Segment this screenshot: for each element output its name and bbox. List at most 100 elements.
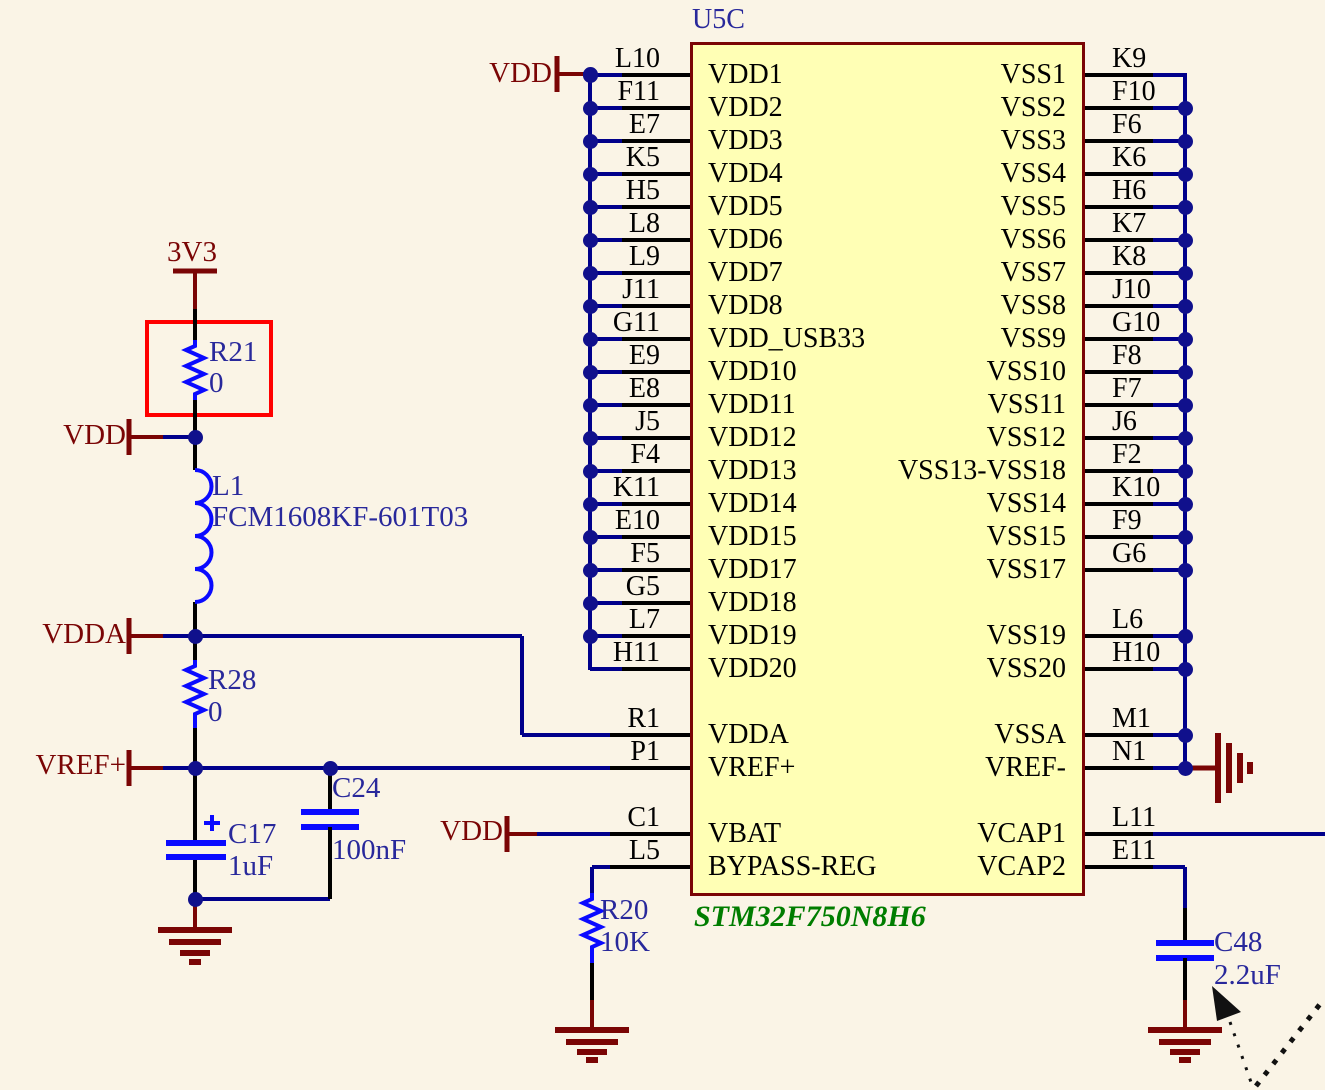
pin-name-VDD15[interactable]: VDD15 [708,521,797,552]
pin-name-BYPASS-REG[interactable]: BYPASS-REG [708,851,877,882]
pin-number-J5[interactable]: J5 [635,406,660,437]
pin-name-VDD4[interactable]: VDD4 [708,158,783,189]
value-c48[interactable]: 2.2uF [1214,959,1281,991]
wire-pin-K5[interactable] [590,172,622,176]
wire-pin-H10[interactable] [1153,667,1185,671]
pin-name-VSS14[interactable]: VSS14 [986,488,1066,519]
pin-stub-F10[interactable] [1085,106,1153,110]
designator-l1[interactable]: L1 [212,470,245,502]
pin-stub-J11[interactable] [618,304,690,308]
wire-pin-K8[interactable] [1153,271,1185,275]
wire-pin-E10[interactable] [590,535,622,539]
wire-pin-G10[interactable] [1153,337,1185,341]
pin-name-VSS20[interactable]: VSS20 [986,653,1066,684]
wire-pin-L6[interactable] [1153,634,1185,638]
wire-pin-G5[interactable] [590,601,622,605]
pin-stub-E10[interactable] [618,535,690,539]
wire-pin-N1[interactable] [1153,766,1185,770]
wire-pin-J11[interactable] [590,304,622,308]
pin-stub-E9[interactable] [618,370,690,374]
pin-stub-J5[interactable] [618,436,690,440]
pin-stub-F7[interactable] [1085,403,1153,407]
pin-stub-J6[interactable] [1085,436,1153,440]
pin-stub-P1[interactable] [610,766,690,770]
wire-pin-J10[interactable] [1153,304,1185,308]
wire-pin-E7[interactable] [590,139,622,143]
pin-stub-H5[interactable] [618,205,690,209]
pin-name-VSS8[interactable]: VSS8 [1000,290,1066,321]
pin-name-VSS6[interactable]: VSS6 [1000,224,1066,255]
pin-stub-E8[interactable] [618,403,690,407]
pin-name-VSS7[interactable]: VSS7 [1000,257,1066,288]
net-label-vdd[interactable]: VDD [63,419,126,451]
value-r28[interactable]: 0 [208,696,223,728]
pin-number-K10[interactable]: K10 [1112,472,1161,503]
pin-number-J10[interactable]: J10 [1112,274,1151,305]
pin-name-VBAT[interactable]: VBAT [708,818,782,849]
pin-name-VSS17[interactable]: VSS17 [986,554,1066,585]
pin-stub-E11[interactable] [1085,865,1153,869]
pin-number-J6[interactable]: J6 [1112,406,1137,437]
pin-name-VSS2[interactable]: VSS2 [1000,92,1066,123]
pin-stub-J10[interactable] [1085,304,1153,308]
pin-name-VREF-[interactable]: VREF- [985,752,1066,783]
pin-name-VSS3[interactable]: VSS3 [1000,125,1066,156]
pin-name-VDD8[interactable]: VDD8 [708,290,783,321]
pin-stub-G11[interactable] [618,337,690,341]
pin-stub-L9[interactable] [618,271,690,275]
pin-number-F11[interactable]: F11 [617,76,660,107]
pin-number-K5[interactable]: K5 [625,142,660,173]
pin-name-VDD18[interactable]: VDD18 [708,587,797,618]
pin-name-VDD5[interactable]: VDD5 [708,191,783,222]
pin-number-C1[interactable]: C1 [627,802,660,833]
pin-name-VSS9[interactable]: VSS9 [1000,323,1066,354]
pin-name-VSS15[interactable]: VSS15 [986,521,1066,552]
pin-stub-G10[interactable] [1085,337,1153,341]
pin-number-K8[interactable]: K8 [1112,241,1147,272]
pin-number-J11[interactable]: J11 [622,274,660,305]
wire-pin-L10[interactable] [590,73,622,77]
pin-stub-K11[interactable] [618,502,690,506]
pin-number-G6[interactable]: G6 [1112,538,1147,569]
pin-name-VSSA[interactable]: VSSA [994,719,1066,750]
pin-stub-L5[interactable] [610,865,690,869]
pin-name-VDD_USB33[interactable]: VDD_USB33 [708,323,866,354]
pin-number-K7[interactable]: K7 [1112,208,1147,239]
pin-stub-C1[interactable] [610,832,690,836]
designator-c24[interactable]: C24 [332,772,381,804]
value-l1[interactable]: FCM1608KF-601T03 [212,501,469,533]
pin-number-H11[interactable]: H11 [612,637,660,668]
pin-name-VSS13-VSS18[interactable]: VSS13-VSS18 [897,455,1066,486]
wire-pin-M1[interactable] [1153,733,1185,737]
wire-pin-H11[interactable] [590,667,622,671]
pin-stub-G5[interactable] [618,601,690,605]
value-c24[interactable]: 100nF [332,834,407,866]
pin-name-VSS5[interactable]: VSS5 [1000,191,1066,222]
pin-stub-G6[interactable] [1085,568,1153,572]
wire-pin-G11[interactable] [590,337,622,341]
pin-stub-L6[interactable] [1085,634,1153,638]
pin-name-VDD11[interactable]: VDD11 [708,389,796,420]
net-label-vdd-top[interactable]: VDD [489,57,552,89]
designator-c48[interactable]: C48 [1214,926,1263,958]
pin-name-VDD6[interactable]: VDD6 [708,224,783,255]
pin-number-F5[interactable]: F5 [630,538,660,569]
wire-pin-G6[interactable] [1153,568,1185,572]
wire-pin-F11[interactable] [590,106,622,110]
pin-name-VDD14[interactable]: VDD14 [708,488,797,519]
pin-stub-K5[interactable] [618,172,690,176]
pin-stub-L8[interactable] [618,238,690,242]
pin-stub-K10[interactable] [1085,502,1153,506]
pin-number-L5[interactable]: L5 [628,835,660,866]
pin-name-VDD10[interactable]: VDD10 [708,356,797,387]
value-r21[interactable]: 0 [209,367,224,399]
pin-name-VCAP1[interactable]: VCAP1 [977,818,1066,849]
pin-number-H10[interactable]: H10 [1112,637,1161,668]
pin-number-G11[interactable]: G11 [612,307,660,338]
pin-stub-K6[interactable] [1085,172,1153,176]
pin-number-E9[interactable]: E9 [628,340,660,371]
pin-stub-K7[interactable] [1085,238,1153,242]
wire-pin-F2[interactable] [1153,469,1185,473]
pin-number-L6[interactable]: L6 [1112,604,1144,635]
pin-stub-F2[interactable] [1085,469,1153,473]
